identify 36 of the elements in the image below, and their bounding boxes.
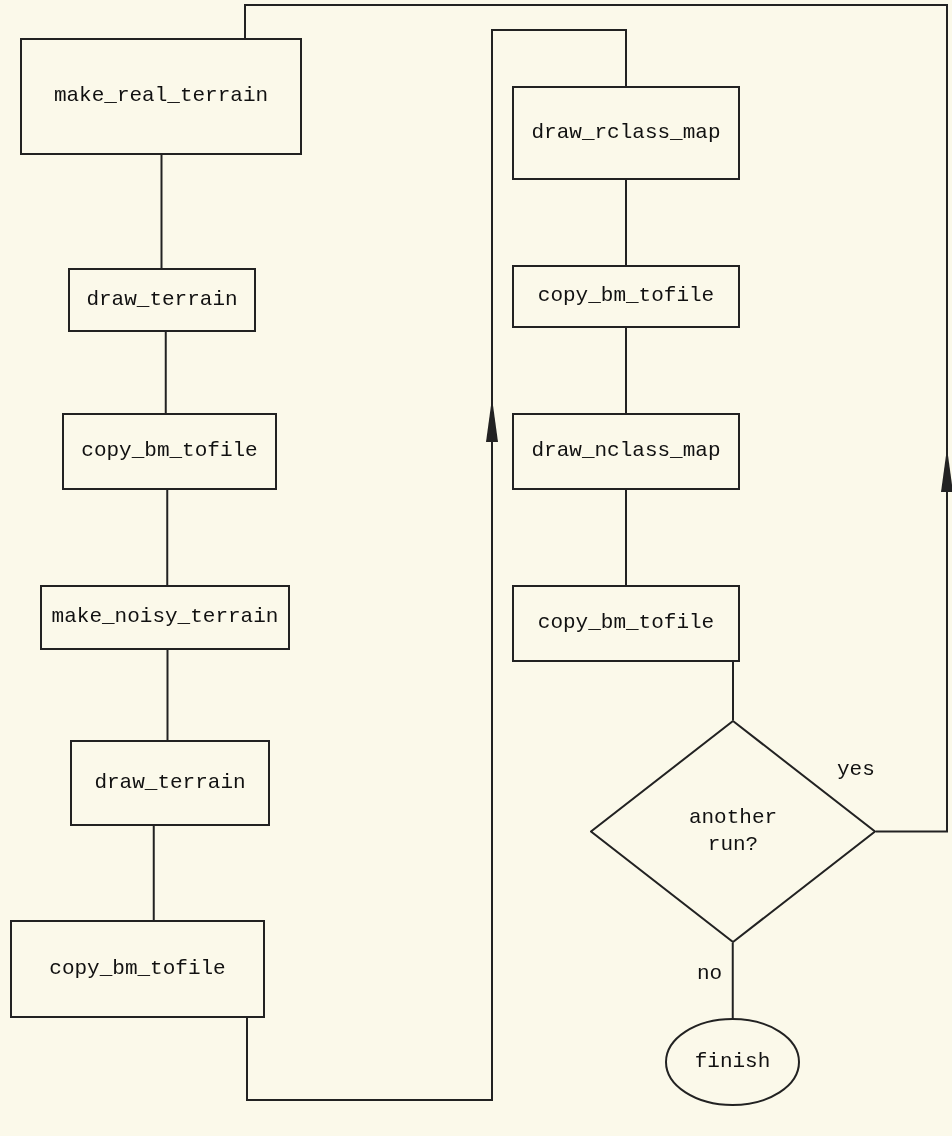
- process-box: [10, 920, 265, 1018]
- node-label: draw_terrain: [94, 769, 246, 796]
- connector: [732, 661, 734, 721]
- process-box: [62, 413, 277, 490]
- connector: [244, 4, 952, 833]
- node-label: copy_bm_tofile: [81, 438, 258, 465]
- node-label: draw_nclass_map: [531, 438, 721, 465]
- connector: [731, 942, 734, 1019]
- connector: [164, 331, 167, 414]
- node-label: copy_bm_tofile: [537, 610, 715, 637]
- connector: [246, 29, 627, 1101]
- process-box: [68, 268, 256, 332]
- node-label: draw_terrain: [86, 286, 238, 313]
- connector: [625, 489, 627, 586]
- process-box: [40, 585, 290, 650]
- node-label: make_real_terrain: [53, 83, 269, 110]
- process-box: [70, 740, 270, 826]
- connector: [152, 825, 155, 921]
- connector: [625, 179, 627, 266]
- node-label: make_noisy_terrain: [51, 604, 279, 631]
- node-label: another run?: [687, 805, 779, 858]
- terminal-ellipse: [665, 1018, 800, 1106]
- process-box: [512, 265, 740, 328]
- process-box: [512, 585, 740, 662]
- process-box: [512, 413, 740, 490]
- connector: [166, 649, 169, 741]
- process-box: [512, 86, 740, 180]
- node-label: draw_rclass_map: [531, 119, 721, 146]
- node-label: finish: [694, 1048, 771, 1075]
- connector: [160, 154, 163, 269]
- connector: [625, 327, 627, 414]
- decision-diamond: [590, 720, 876, 943]
- connector: [166, 489, 169, 586]
- process-box: [20, 38, 302, 155]
- node-label: copy_bm_tofile: [537, 283, 715, 310]
- node-label: copy_bm_tofile: [49, 955, 226, 982]
